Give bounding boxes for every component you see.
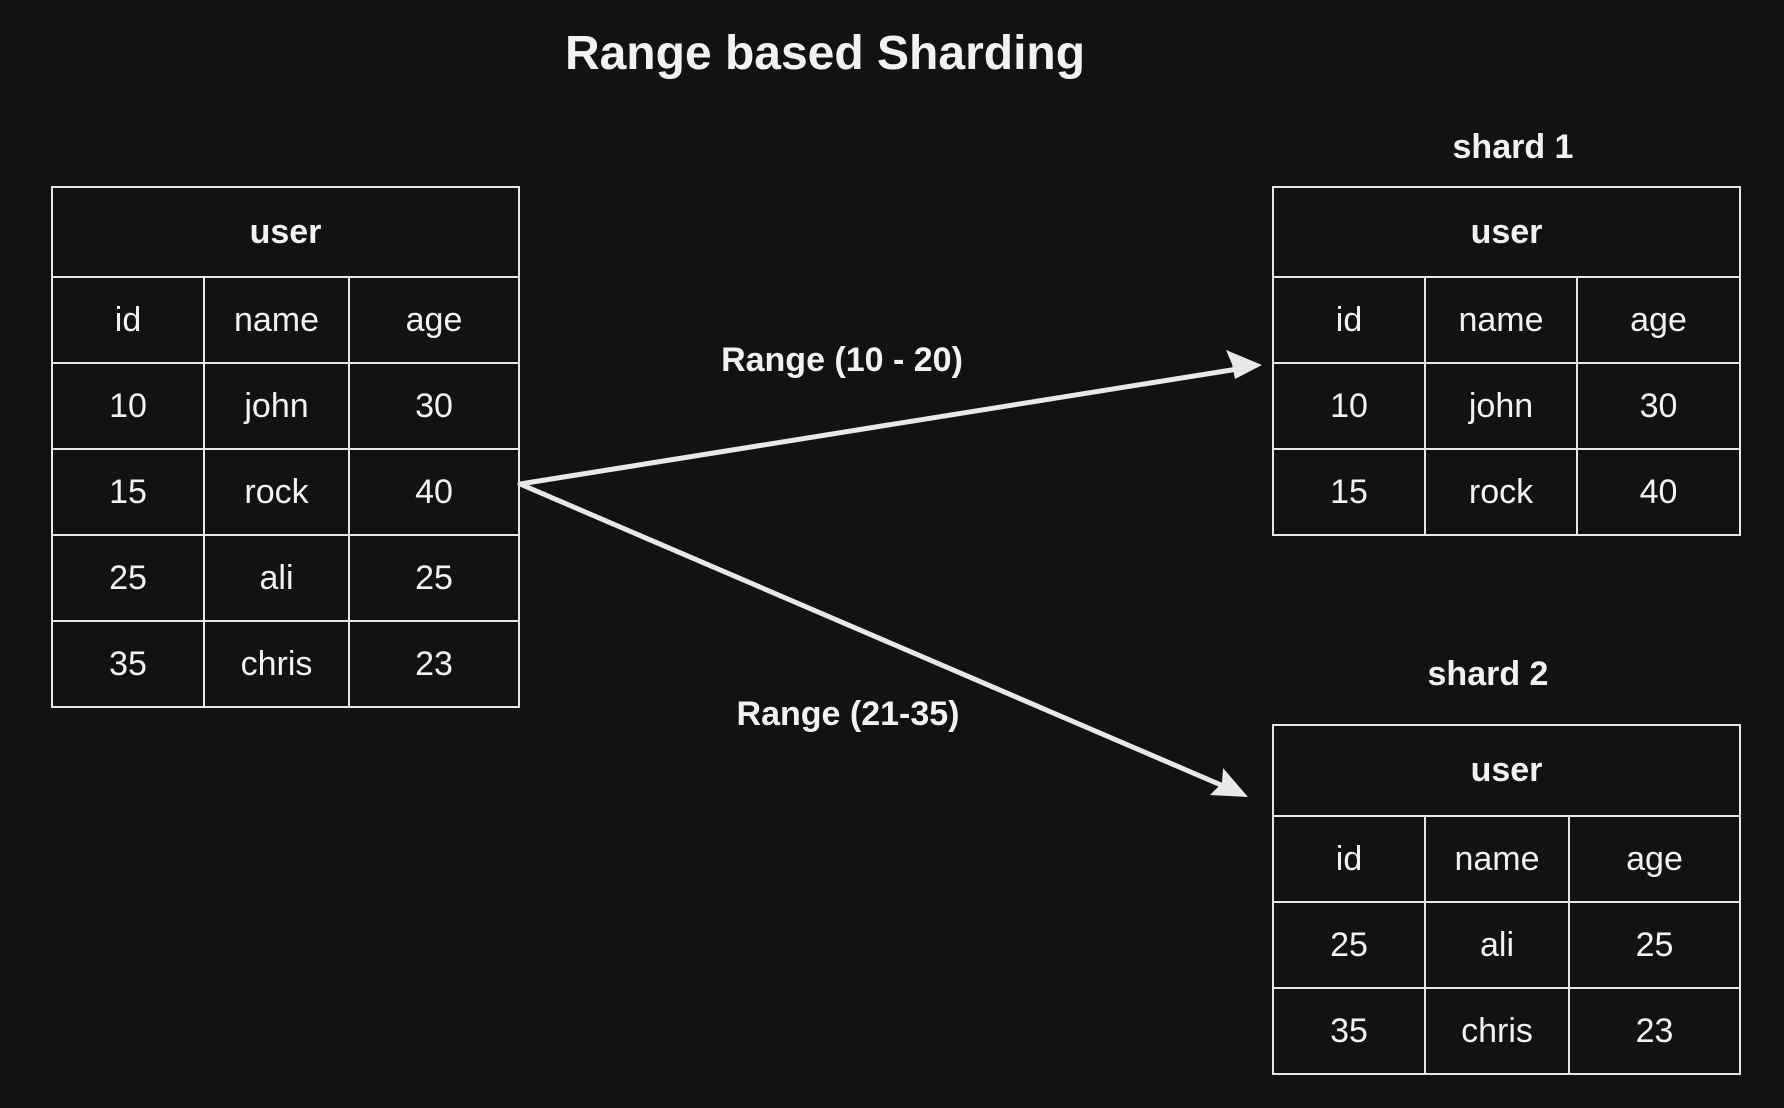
table-name: user [1272, 186, 1741, 278]
table-cell: 35 [1272, 987, 1426, 1075]
column-header: name [203, 276, 350, 364]
table-cell: rock [203, 448, 350, 536]
table-cell: 30 [348, 362, 520, 450]
table-cell: 35 [51, 620, 205, 708]
source-user-table: user id name age 10 john 30 15 rock 40 2… [51, 186, 520, 708]
column-header: age [1576, 276, 1741, 364]
table-cell: 23 [1568, 987, 1741, 1075]
table-row: 35 chris 23 [51, 620, 520, 708]
column-header: id [1272, 276, 1426, 364]
table-row: 25 ali 25 [51, 534, 520, 622]
table-cell: 15 [1272, 448, 1426, 536]
table-cell: 10 [1272, 362, 1426, 450]
table-row: 35 chris 23 [1272, 987, 1741, 1075]
shard2-label: shard 2 [1427, 655, 1549, 693]
arrow-to-shard2-head [1210, 768, 1248, 797]
table-cell: 40 [348, 448, 520, 536]
table-cell: 25 [1272, 901, 1426, 989]
table-row: 25 ali 25 [1272, 901, 1741, 989]
table-cell: 25 [348, 534, 520, 622]
diagram-title: Range based Sharding [564, 27, 1086, 80]
table-cell: 40 [1576, 448, 1741, 536]
table-cell: ali [203, 534, 350, 622]
table-cell: chris [203, 620, 350, 708]
table-cell: chris [1424, 987, 1570, 1075]
table-cell: 25 [1568, 901, 1741, 989]
table-cell: john [203, 362, 350, 450]
column-header: id [51, 276, 205, 364]
range-label-shard2: Range (21-35) [736, 695, 960, 733]
table-cell: rock [1424, 448, 1578, 536]
arrow-to-shard1 [517, 365, 1247, 487]
column-header: age [1568, 815, 1741, 903]
table-row: 15 rock 40 [51, 448, 520, 536]
table-cell: ali [1424, 901, 1570, 989]
table-name: user [1272, 724, 1741, 817]
table-cell: 30 [1576, 362, 1741, 450]
table-cell: john [1424, 362, 1578, 450]
table-row: 10 john 30 [1272, 362, 1741, 450]
column-header: age [348, 276, 520, 364]
shard1-label: shard 1 [1452, 128, 1574, 166]
column-header: name [1424, 276, 1578, 364]
table-row: 15 rock 40 [1272, 448, 1741, 536]
table-cell: 23 [348, 620, 520, 708]
table-cell: 10 [51, 362, 205, 450]
arrow-to-shard2 [517, 481, 1231, 791]
table-cell: 15 [51, 448, 205, 536]
column-header: id [1272, 815, 1426, 903]
table-name: user [51, 186, 520, 278]
shard1-user-table: user id name age 10 john 30 15 rock 40 [1272, 186, 1741, 536]
range-label-shard1: Range (10 - 20) [721, 341, 963, 379]
shard2-user-table: user id name age 25 ali 25 35 chris 23 [1272, 724, 1741, 1075]
table-row: 10 john 30 [51, 362, 520, 450]
table-cell: 25 [51, 534, 205, 622]
column-header: name [1424, 815, 1570, 903]
arrow-to-shard1-head [1226, 350, 1262, 379]
